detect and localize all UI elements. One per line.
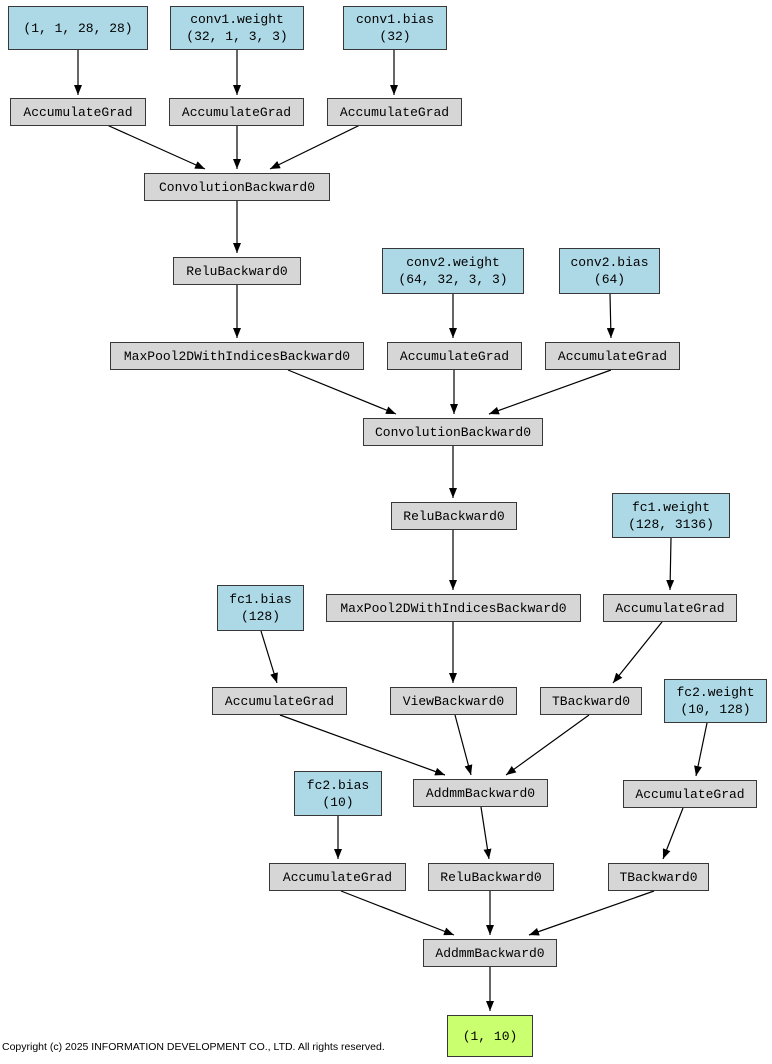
node-accumulate-grad-4: AccumulateGrad (387, 342, 522, 370)
node-output-tensor: (1, 10) (447, 1015, 533, 1057)
node-label: AccumulateGrad (224, 693, 335, 709)
param-name: fc2.weight (676, 685, 755, 700)
node-accumulate-grad-7: AccumulateGrad (212, 687, 347, 715)
param-shape: (10, 128) (680, 702, 751, 717)
param-shape: (32, 1, 3, 3) (186, 29, 288, 44)
node-label: TBackward0 (551, 693, 630, 709)
param-shape: (128) (240, 609, 280, 624)
node-label: ReluBackward0 (440, 869, 542, 885)
param-shape: (64) (593, 272, 626, 287)
node-relu-backward-2: ReluBackward0 (391, 502, 517, 530)
node-label: AccumulateGrad (181, 104, 292, 120)
node-maxpool-backward-1: MaxPool2DWithIndicesBackward0 (110, 342, 364, 370)
node-label: ReluBackward0 (186, 263, 288, 279)
node-accumulate-grad-6: AccumulateGrad (603, 594, 737, 622)
node-label: MaxPool2DWithIndicesBackward0 (340, 600, 567, 616)
node-fc1-weight: fc1.weight (128, 3136) (612, 493, 730, 538)
node-accumulate-grad-5: AccumulateGrad (545, 342, 680, 370)
node-label: AccumulateGrad (615, 600, 725, 616)
node-label: AccumulateGrad (557, 348, 668, 364)
node-input-tensor: (1, 1, 28, 28) (8, 6, 148, 50)
param-name: conv2.weight (406, 255, 500, 270)
node-convolution-backward-1: ConvolutionBackward0 (144, 173, 330, 201)
node-fc1-bias: fc1.bias (128) (217, 585, 304, 631)
node-conv2-weight: conv2.weight (64, 32, 3, 3) (382, 248, 524, 294)
node-convolution-backward-2: ConvolutionBackward0 (363, 418, 543, 446)
param-name: conv2.bias (570, 255, 649, 270)
node-label: MaxPool2DWithIndicesBackward0 (123, 348, 351, 364)
node-addmm-backward-1: AddmmBackward0 (413, 779, 548, 807)
node-label: ConvolutionBackward0 (158, 179, 316, 195)
node-fc2-weight: fc2.weight (10, 128) (664, 679, 767, 723)
node-accumulate-grad-9: AccumulateGrad (269, 863, 406, 891)
node-maxpool-backward-2: MaxPool2DWithIndicesBackward0 (326, 594, 581, 622)
node-view-backward: ViewBackward0 (390, 687, 517, 715)
node-label: TBackward0 (619, 869, 698, 885)
node-conv1-bias: conv1.bias (32) (343, 6, 447, 50)
node-label: AccumulateGrad (339, 104, 450, 120)
node-t-backward-1: TBackward0 (540, 687, 642, 715)
param-name: conv1.bias (355, 12, 434, 27)
param-name: fc2.bias (306, 777, 370, 793)
node-accumulate-grad-2: AccumulateGrad (169, 98, 304, 126)
node-label: ReluBackward0 (403, 508, 505, 524)
node-relu-backward-3: ReluBackward0 (428, 863, 554, 891)
node-conv2-bias: conv2.bias (64) (559, 248, 660, 294)
node-label: AddmmBackward0 (435, 945, 545, 961)
copyright-notice: Copyright (c) 2025 INFORMATION DEVELOPME… (2, 1041, 385, 1053)
node-t-backward-2: TBackward0 (608, 863, 709, 891)
node-label: (1, 10) (462, 1028, 518, 1044)
node-accumulate-grad-3: AccumulateGrad (327, 98, 462, 126)
node-label: AddmmBackward0 (425, 785, 536, 801)
param-name: fc1.bias (229, 592, 292, 607)
node-label: AccumulateGrad (282, 869, 393, 885)
param-shape: (10) (322, 794, 354, 810)
node-relu-backward-1: ReluBackward0 (173, 257, 301, 285)
node-accumulate-grad-1: AccumulateGrad (10, 98, 146, 126)
node-label: ViewBackward0 (402, 693, 505, 709)
param-shape: (64, 32, 3, 3) (398, 272, 508, 287)
param-name: conv1.weight (190, 12, 284, 27)
param-name: fc1.weight (631, 499, 710, 515)
node-addmm-backward-2: AddmmBackward0 (423, 939, 557, 967)
node-label: AccumulateGrad (635, 786, 745, 802)
node-label: AccumulateGrad (23, 104, 133, 120)
node-label: (1, 1, 28, 28) (23, 20, 133, 36)
node-accumulate-grad-8: AccumulateGrad (623, 780, 757, 808)
param-shape: (32) (379, 29, 411, 44)
node-label: AccumulateGrad (399, 348, 510, 364)
node-conv1-weight: conv1.weight (32, 1, 3, 3) (170, 6, 304, 50)
node-fc2-bias: fc2.bias (10) (294, 771, 382, 816)
param-shape: (128, 3136) (628, 516, 714, 532)
node-label: ConvolutionBackward0 (374, 424, 532, 440)
